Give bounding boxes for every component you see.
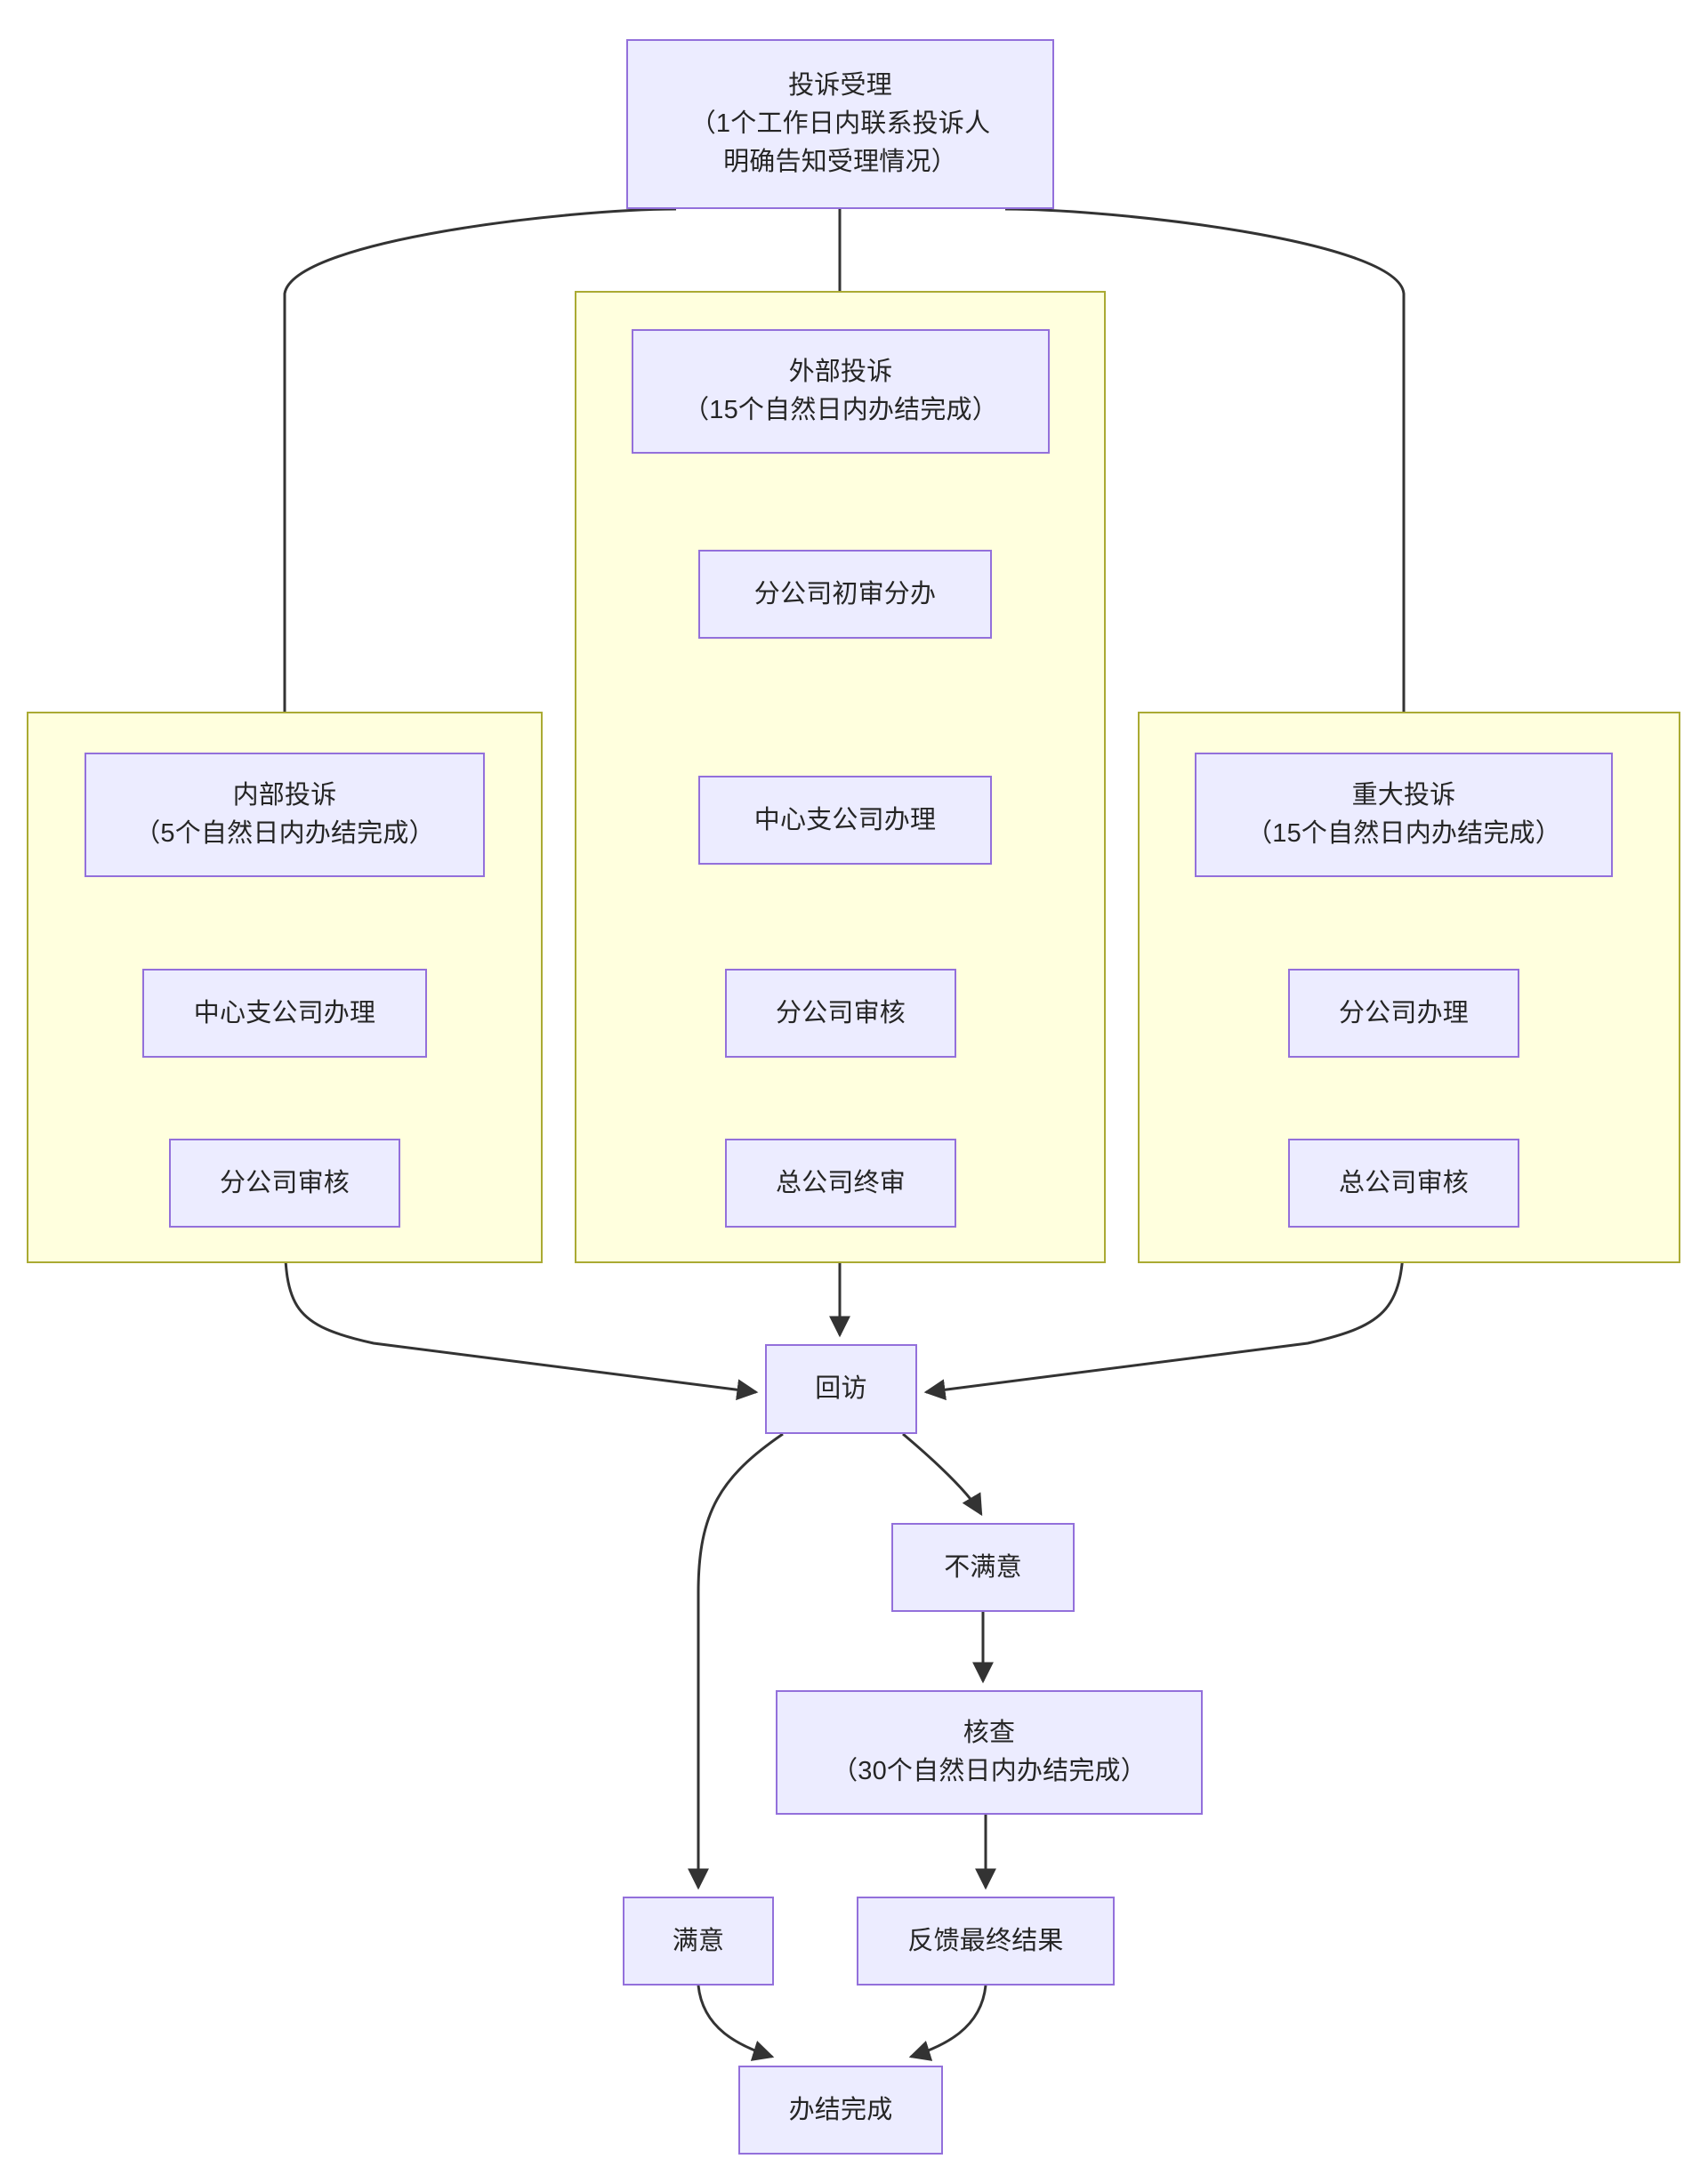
edge-finalresult-done — [908, 1985, 987, 2061]
node-hq-final-review[interactable]: 总公司终审 — [725, 1139, 956, 1228]
node-branch-review-mid-label: 分公司审核 — [775, 998, 906, 1027]
node-satisfied-label: 满意 — [672, 1926, 725, 1955]
node-final-result[interactable]: 反馈最终结果 — [857, 1897, 1115, 1986]
node-revisit-label: 回访 — [815, 1374, 867, 1404]
node-branch-first-review-label: 分公司初审分办 — [753, 579, 937, 608]
node-major-complaint[interactable]: 重大投诉 （15个自然日内办结完成） — [1195, 753, 1613, 877]
edge-satisfied-done — [697, 1985, 775, 2061]
node-internal-complaint[interactable]: 内部投诉 （5个自然日内办结完成） — [85, 753, 485, 877]
node-final-result-label: 反馈最终结果 — [907, 1926, 1064, 1955]
node-branch-review-left-label: 分公司审核 — [219, 1168, 350, 1197]
node-internal-complaint-label: 内部投诉 （5个自然日内办结完成） — [134, 781, 435, 848]
node-branch-first-review[interactable]: 分公司初审分办 — [698, 550, 992, 639]
node-branch-handle[interactable]: 分公司办理 — [1288, 969, 1519, 1058]
node-center-branch-handle-left[interactable]: 中心支公司办理 — [142, 969, 427, 1058]
node-done-label: 办结完成 — [788, 2095, 893, 2124]
node-unsatisfied[interactable]: 不满意 — [891, 1523, 1075, 1612]
node-intake-label: 投诉受理 （1个工作日内联系投诉人 明确告知受理情况） — [689, 71, 991, 176]
node-branch-review-mid[interactable]: 分公司审核 — [725, 969, 956, 1058]
node-center-branch-handle-mid[interactable]: 中心支公司办理 — [698, 776, 992, 865]
node-major-complaint-label: 重大投诉 （15个自然日内办结完成） — [1246, 781, 1561, 848]
node-unsatisfied-label: 不满意 — [944, 1552, 1022, 1582]
node-center-branch-handle-left-label: 中心支公司办理 — [193, 998, 376, 1027]
node-hq-final-review-label: 总公司终审 — [775, 1168, 906, 1197]
node-verify[interactable]: 核查 （30个自然日内办结完成） — [776, 1690, 1203, 1815]
node-external-complaint[interactable]: 外部投诉 （15个自然日内办结完成） — [632, 329, 1050, 454]
node-verify-label: 核查 （30个自然日内办结完成） — [832, 1719, 1147, 1785]
edge-revisit-unsatisfied — [902, 1432, 983, 1517]
node-center-branch-handle-mid-label: 中心支公司办理 — [753, 805, 937, 834]
node-hq-review[interactable]: 总公司审核 — [1288, 1139, 1519, 1228]
node-revisit[interactable]: 回访 — [765, 1344, 917, 1434]
node-done[interactable]: 办结完成 — [738, 2066, 943, 2155]
node-intake[interactable]: 投诉受理 （1个工作日内联系投诉人 明确告知受理情况） — [626, 39, 1054, 209]
node-satisfied[interactable]: 满意 — [623, 1897, 774, 1986]
node-hq-review-label: 总公司审核 — [1338, 1168, 1469, 1197]
node-branch-review-left[interactable]: 分公司审核 — [169, 1139, 400, 1228]
node-external-complaint-label: 外部投诉 （15个自然日内办结完成） — [683, 358, 998, 424]
node-branch-handle-label: 分公司办理 — [1338, 998, 1469, 1027]
edge-revisit-satisfied — [688, 1432, 784, 1890]
